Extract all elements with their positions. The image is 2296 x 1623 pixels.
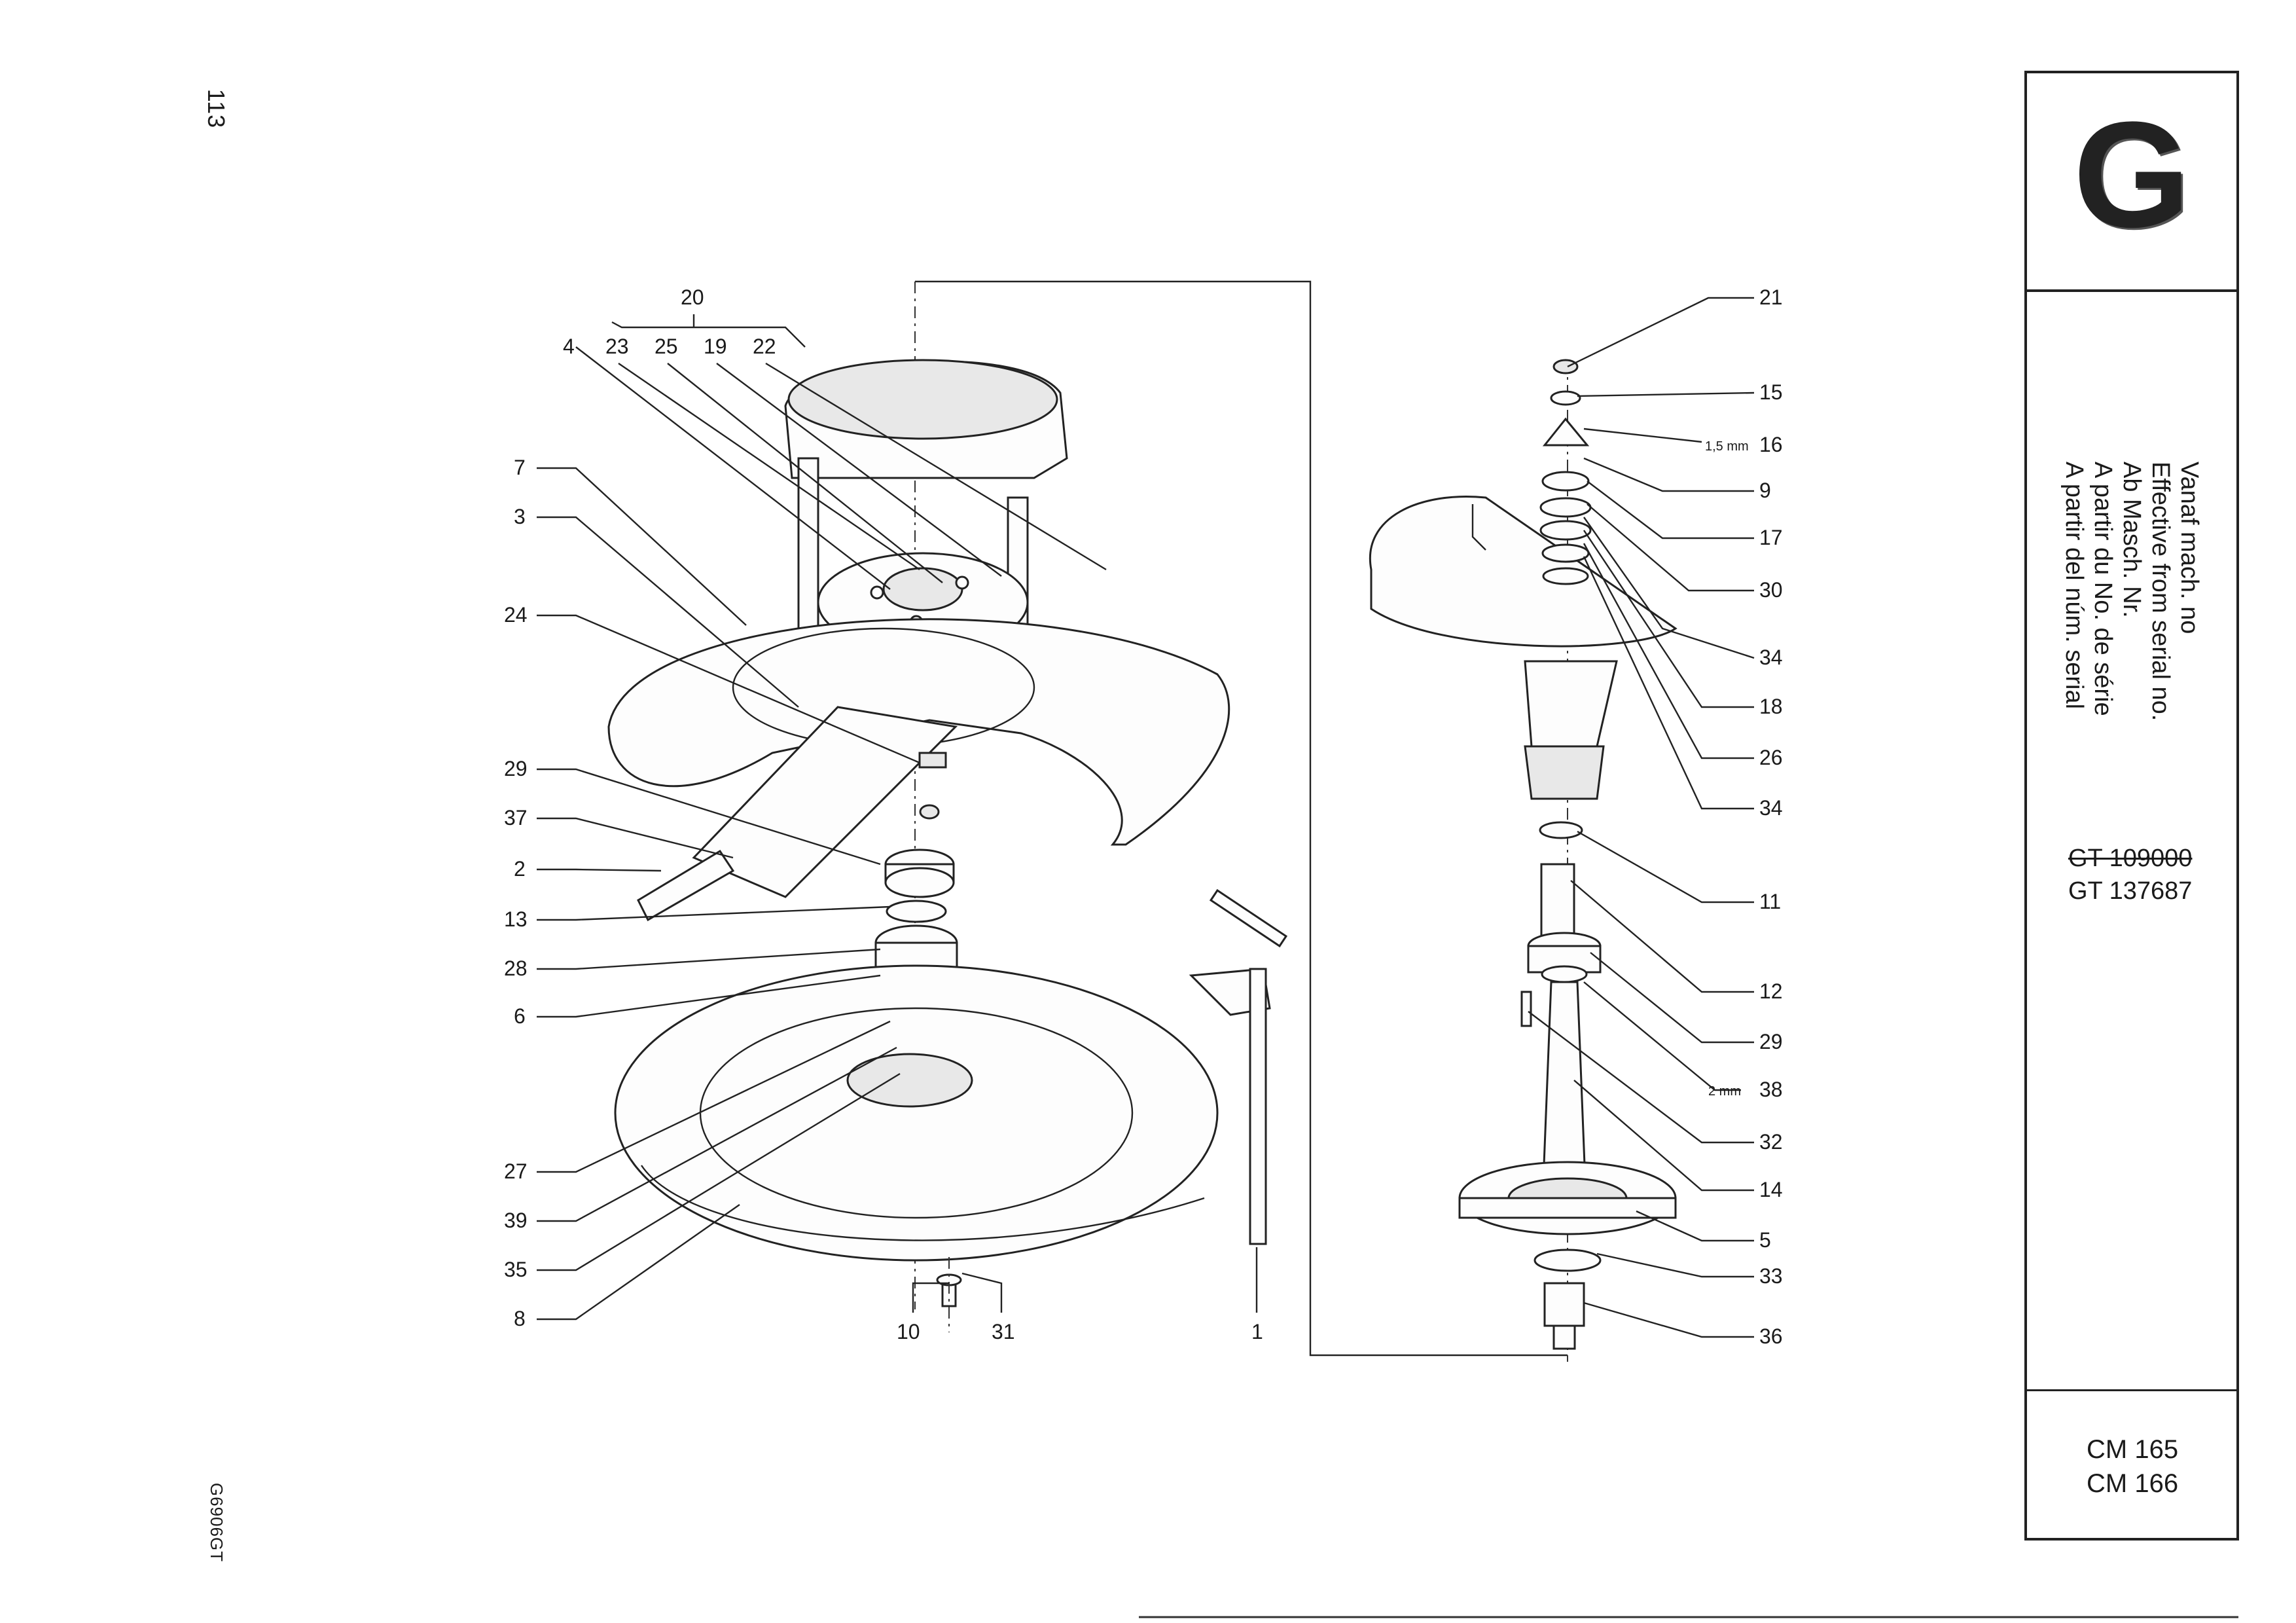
callout-31: 31 — [992, 1320, 1015, 1343]
effective-line-de: Ab Masch. Nr. — [2118, 462, 2145, 618]
callout-14: 14 — [1759, 1178, 1783, 1201]
key-tool-part — [1189, 888, 1288, 1245]
right-leader-lines — [1528, 297, 1755, 1338]
callout-17: 17 — [1759, 526, 1783, 549]
callout-19: 19 — [704, 335, 727, 358]
model-cm165: CM 165 — [2087, 1435, 2179, 1464]
callout-5: 5 — [1759, 1228, 1771, 1252]
effective-line-en: Effective from serial no. — [2147, 462, 2174, 721]
callout-38: 38 — [1759, 1078, 1783, 1101]
callout-24: 24 — [504, 603, 528, 627]
callout-26: 26 — [1759, 746, 1783, 769]
callout-34-lower: 34 — [1759, 796, 1783, 820]
callout-1: 1 — [1251, 1320, 1263, 1343]
base-flange-part — [1458, 1161, 1677, 1235]
callout-4: 4 — [563, 335, 575, 358]
bottom-shaft-end-part — [1534, 1249, 1602, 1350]
callout-21: 21 — [1759, 285, 1783, 309]
callout-10: 10 — [897, 1320, 920, 1343]
callout-9: 9 — [1759, 479, 1771, 502]
callout-37: 37 — [504, 806, 528, 830]
callout-12: 12 — [1759, 979, 1783, 1003]
callout-7: 7 — [514, 456, 526, 479]
callout-2: 2 — [514, 857, 526, 881]
callout-36: 36 — [1759, 1324, 1783, 1348]
box-bottom-divider — [2027, 1389, 2236, 1391]
callout-22: 22 — [753, 335, 776, 358]
knife-blade-part — [637, 706, 958, 922]
callout-16: 16 — [1759, 433, 1783, 456]
effective-line-nl: Vanaf mach. no — [2176, 462, 2203, 634]
callout-28: 28 — [504, 957, 528, 980]
pinion-stack-part — [1539, 359, 1592, 585]
callout-39: 39 — [504, 1209, 528, 1232]
model-cm166: CM 166 — [2087, 1469, 2179, 1498]
connector-frame — [915, 280, 1568, 1357]
lower-disc-part — [614, 964, 1219, 1262]
left-callouts: 20 4 23 25 19 22 7 3 24 29 37 2 13 28 6 … — [504, 285, 1263, 1343]
callout-35: 35 — [504, 1258, 528, 1281]
callout-16-note: 1,5 mm — [1705, 439, 1749, 454]
serial-new: GT 137687 — [2068, 877, 2193, 905]
callout-23: 23 — [605, 335, 629, 358]
section-letter: G — [2073, 90, 2191, 259]
left-leader-lines — [537, 314, 1258, 1321]
callout-6: 6 — [514, 1004, 526, 1028]
callout-29-right: 29 — [1759, 1030, 1783, 1053]
effective-from-block: Vanaf mach. no Effective from serial no.… — [2053, 462, 2204, 828]
callout-8: 8 — [514, 1307, 526, 1330]
serial-old-struck: GT 109000 — [2068, 845, 2193, 872]
section-info-box: G — [2024, 71, 2239, 1541]
callout-15: 15 — [1759, 380, 1783, 404]
callout-27: 27 — [504, 1159, 528, 1183]
box-divider — [2027, 289, 2236, 292]
callout-32: 32 — [1759, 1130, 1783, 1154]
callout-20: 20 — [681, 285, 704, 309]
callout-25: 25 — [655, 335, 678, 358]
callout-38-note: 2 mm — [1708, 1084, 1741, 1099]
bottom-bolt-part — [936, 1257, 962, 1332]
gear-housing-part — [1369, 496, 1677, 800]
callout-33: 33 — [1759, 1264, 1783, 1288]
callout-30: 30 — [1759, 578, 1783, 602]
effective-line-fr: A partir du No. de série — [2089, 462, 2117, 716]
callout-29-left: 29 — [504, 757, 528, 780]
callout-11: 11 — [1759, 890, 1781, 913]
callout-18: 18 — [1759, 695, 1783, 718]
callout-3: 3 — [514, 505, 526, 528]
callout-13: 13 — [504, 907, 528, 931]
right-callouts: 21 15 1,5 mm 16 9 17 30 34 18 26 34 11 1… — [1705, 285, 1783, 1348]
callout-34-upper: 34 — [1759, 646, 1783, 669]
effective-line-es: A partir del núm. serial — [2060, 462, 2088, 710]
